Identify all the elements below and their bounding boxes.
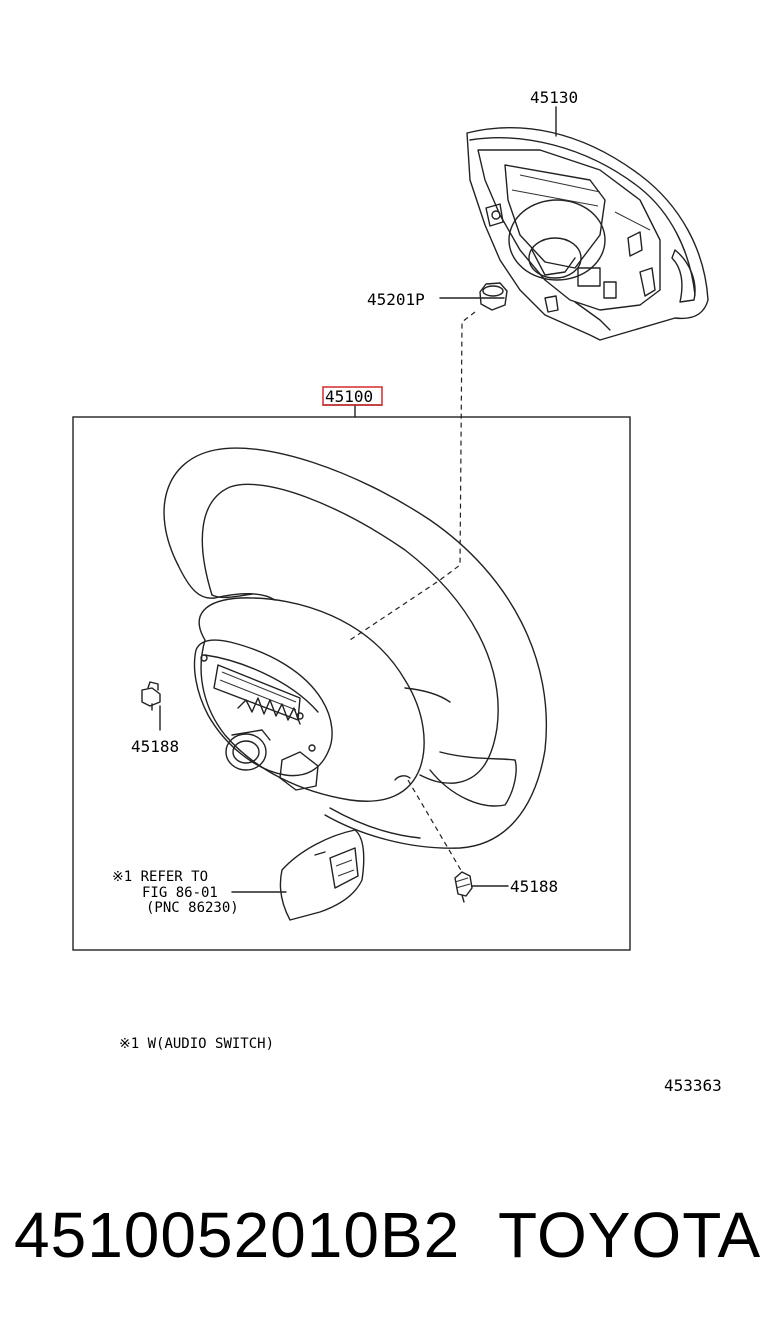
footnote-audio-switch: ※1 W(AUDIO SWITCH): [119, 1036, 274, 1052]
label-45188-left: 45188: [131, 737, 179, 756]
footer-part-number: 4510052010B2: [14, 1199, 461, 1271]
refer-line-2: FIG 86-01: [142, 885, 218, 901]
steering-wheel-illustration: [163, 447, 547, 849]
figure-code: 453363: [664, 1076, 722, 1095]
highlight-box: [322, 386, 383, 406]
dashed-leaders: [349, 311, 476, 873]
label-45201p: 45201P: [367, 290, 425, 309]
leader-lines: [159, 106, 557, 893]
footer-brand: TOYOTA: [498, 1199, 760, 1271]
refer-line-3: (PNC 86230): [146, 900, 239, 916]
screw-right-illustration: [454, 871, 473, 903]
assembly-frame: [72, 416, 631, 951]
refer-line-1: ※1 REFER TO: [112, 869, 208, 885]
airbag-pad-illustration: [466, 127, 709, 341]
nut-illustration: [479, 282, 508, 311]
audio-switch-illustration: [279, 829, 365, 921]
screw-left-illustration: [141, 681, 161, 711]
label-45188-right: 45188: [510, 877, 558, 896]
label-45100: 45100: [325, 387, 373, 406]
label-45130: 45130: [530, 88, 578, 107]
